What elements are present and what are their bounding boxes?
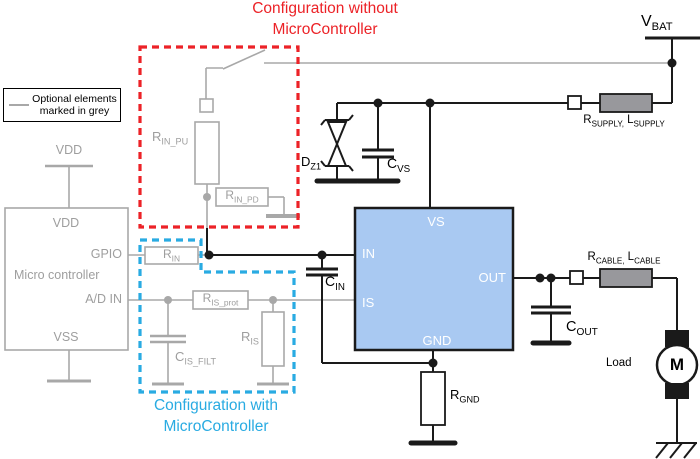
title-with-line1: Configuration with [153,397,279,414]
gnd-junction-dot [428,358,438,368]
mcu-name: Micro controller [14,268,100,282]
motor-m-label: M [669,354,685,374]
title-with-mcu: Configuration with MicroController [105,395,327,437]
rin-pu-label: RIN_PU [152,129,189,147]
switch-blade [222,49,266,70]
mcu-box [4,207,129,351]
cis-filt-label: CIS_FILT [175,349,217,367]
pullup-connector-square [199,98,214,113]
rin-pd-label: RIN_PD [225,188,259,205]
dz1-top-bar [320,114,354,126]
main-network [204,36,700,459]
chassis-ground-slash-1 [655,442,669,459]
legend-line1: Optional elements [32,92,117,105]
load-label: Load [606,357,632,369]
mcu-pin-gpio: GPIO [90,247,122,261]
pulldown-junction-dot [203,193,211,201]
ris-junction-dot [269,296,277,304]
in-junction-dot [204,250,214,260]
vbat-junction-dot [667,58,677,68]
cvs-junction-dot [373,98,383,108]
title-without-line2: MicroController [272,21,378,38]
chassis-ground-slash-3 [683,442,697,459]
mcu-pin-adin: A/D IN [85,292,122,306]
r-cable-resistor [599,268,653,288]
cis-filt-junction-dot [164,296,172,304]
ic-pin-in: IN [362,246,375,261]
legend-text: Optional elements marked in grey [29,93,120,118]
vdd-rail-label: VDD [55,143,83,157]
vbat-label: VBAT [641,13,673,34]
ris-label: RIS [241,329,259,347]
dz1-triangle-bottom [326,141,348,167]
ic-pin-vs: VS [427,214,445,229]
chassis-ground-slash-2 [669,442,683,459]
dz1-label: DZ1 [301,154,322,172]
cout-label: COUT [566,319,598,338]
out-junction-dot-1 [535,273,545,283]
cvs-label: CVS [387,155,411,175]
title-without-line1: Configuration without [252,0,398,17]
ris-resistor [261,311,285,367]
rgnd-resistor [420,371,446,426]
junction-dots [204,58,677,368]
r-supply-label: RSUPPLY, LSUPPLY [583,114,665,129]
config-without-mcu-box [138,45,300,229]
mcu-pin-vdd: VDD [52,216,80,230]
config-with-mcu-box [138,238,296,394]
rin-label: RIN [162,246,181,264]
dz1-triangle-top [326,121,348,147]
r-cable-label: RCABLE, LCABLE [587,251,661,266]
r-supply-resistor [599,93,653,113]
ris-prot-label: RIS_prot [202,291,239,308]
optional-network [4,49,668,386]
cin-junction-dot [317,250,327,260]
rin-pu-resistor [194,121,220,185]
title-with-line2: MicroController [163,418,269,435]
ic-pin-is: IS [362,295,375,310]
motor-terminal-bottom [665,383,689,399]
grey-line-sample [9,104,29,106]
title-without-mcu: Configuration without MicroController [185,0,465,40]
ris-prot-resistor [192,290,249,310]
legend-box: Optional elements marked in grey [3,88,121,122]
vs-junction-dot [425,98,435,108]
legend-line2: marked in grey [39,105,110,117]
cin-label: CIN [325,273,345,293]
out-connector-square [569,270,584,285]
rgnd-label: RGND [450,387,480,405]
mcu-pin-vss: VSS [53,330,79,344]
out-junction-dot-2 [546,273,556,283]
ic-pin-gnd: GND [422,333,452,348]
ic-body [353,206,515,352]
ic-pin-out: OUT [478,270,506,285]
supply-connector-square [567,95,582,110]
